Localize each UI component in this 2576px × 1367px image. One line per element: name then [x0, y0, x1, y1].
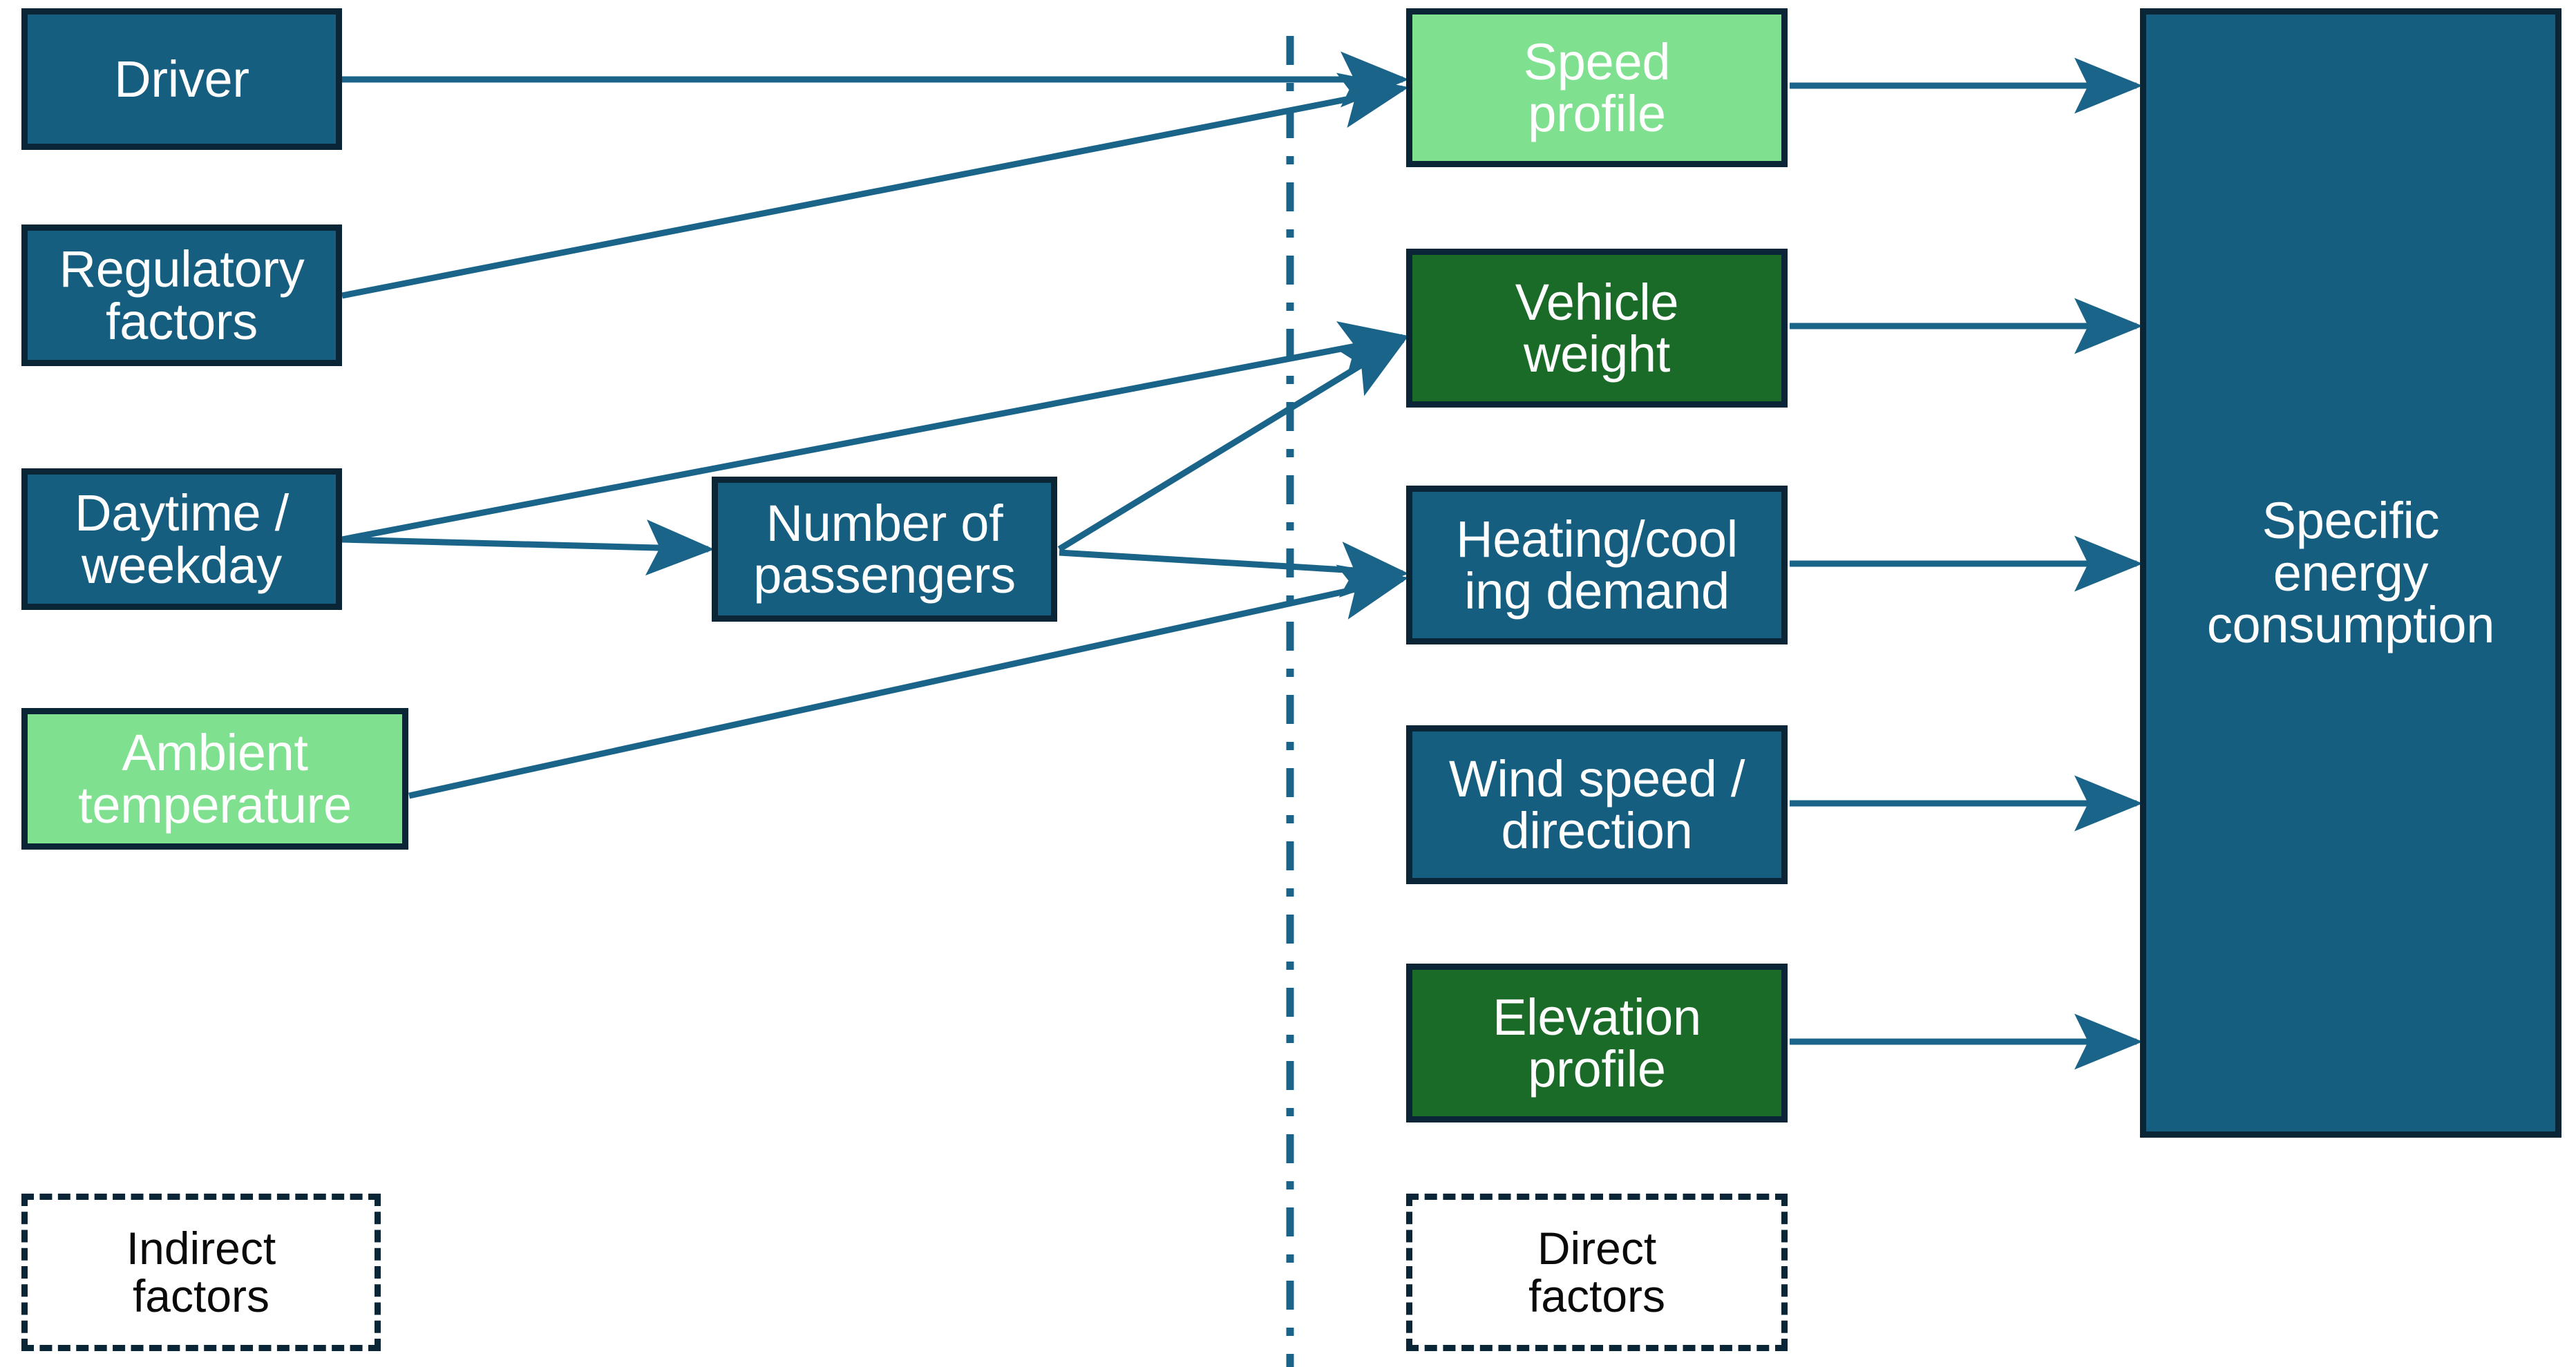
- node-ambient-temperature[interactable]: Ambient temperature: [21, 708, 408, 850]
- node-regulatory-factors[interactable]: Regulatory factors: [21, 224, 342, 366]
- edge-passengers-to-weight: [1057, 336, 1408, 552]
- node-specific-energy-consumption[interactable]: Specific energy consumption: [2140, 8, 2561, 1138]
- edge-daytime-to-passengers: [341, 519, 714, 576]
- legend-direct-factors: Direct factors: [1406, 1194, 1788, 1351]
- edge-regulatory-to-speed: [341, 73, 1409, 299]
- edge-passengers-to-hvac: [1059, 542, 1409, 598]
- node-daytime-weekday[interactable]: Daytime / weekday: [21, 468, 342, 610]
- node-wind-speed-direction[interactable]: Wind speed / direction: [1406, 725, 1788, 884]
- node-driver[interactable]: Driver: [21, 8, 342, 150]
- legend-indirect-factors: Indirect factors: [21, 1194, 381, 1351]
- node-vehicle-weight[interactable]: Vehicle weight: [1406, 249, 1788, 408]
- node-speed-profile[interactable]: Speed profile: [1406, 8, 1788, 167]
- node-heating-cooling-demand[interactable]: Heating/cool ing demand: [1406, 486, 1788, 644]
- node-elevation-profile[interactable]: Elevation profile: [1406, 964, 1788, 1122]
- node-number-of-passengers[interactable]: Number of passengers: [712, 477, 1057, 622]
